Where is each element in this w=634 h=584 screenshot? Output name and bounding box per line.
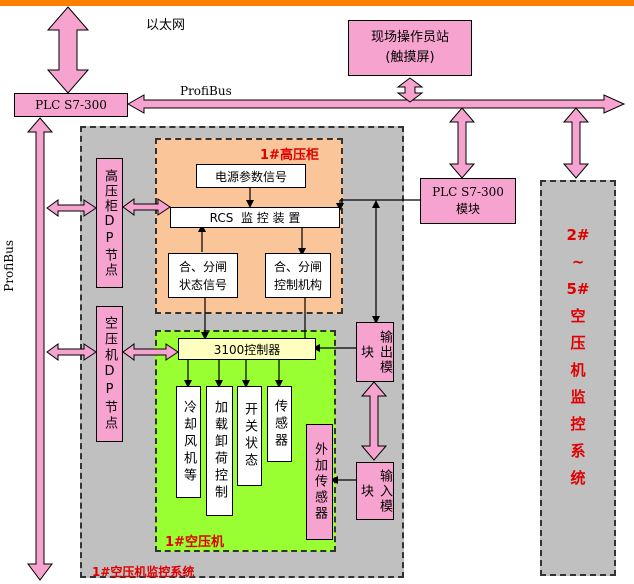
rcs-box: RCS 监 控 装 置 bbox=[170, 207, 340, 228]
controller-box: 3100控制器 bbox=[178, 338, 316, 360]
switch-status-box: 开关状态 bbox=[237, 386, 262, 486]
io-module-arrow bbox=[360, 381, 388, 461]
input-module-box: 输入模块 bbox=[356, 462, 394, 520]
bus-plc-module-arrow bbox=[448, 107, 476, 179]
sensor-box: 传感器 bbox=[267, 386, 292, 462]
station-box: 现场操作员站 (触摸屏) bbox=[348, 20, 472, 76]
output-module-box: 输出模块 bbox=[356, 322, 394, 382]
profibus-top-arrow bbox=[126, 94, 626, 114]
top-bar bbox=[0, 0, 634, 6]
station-title: 现场操作员站 bbox=[370, 30, 449, 45]
other-systems-region bbox=[540, 180, 616, 576]
hv-dp-node-box: 高压柜DP节点 bbox=[96, 158, 123, 288]
plc-module-box: PLC S7-300 模块 bbox=[420, 178, 516, 224]
station-bus-arrow bbox=[396, 77, 424, 103]
cooling-fan-box: 冷却风机等 bbox=[176, 386, 201, 498]
profibus-side-arrow bbox=[26, 117, 54, 581]
power-signal-box: 电源参数信号 bbox=[196, 164, 306, 188]
ac-dp-node-box: 空压机DP节点 bbox=[96, 306, 123, 442]
switch-control-box: 合、分闸 控制机构 bbox=[265, 253, 331, 298]
plc-main-box: PLC S7-300 bbox=[14, 93, 128, 117]
compressor-title: 1#空压机 bbox=[165, 535, 224, 550]
monitor-system-title: 1#空压机监控系统 bbox=[92, 565, 195, 579]
profibus-top-label: ProfiBus bbox=[180, 84, 232, 98]
station-subtitle: (触摸屏) bbox=[385, 50, 435, 65]
load-unload-box: 加载卸荷控制 bbox=[206, 386, 233, 516]
ac-controller-arrow bbox=[122, 343, 179, 361]
hv-cabinet-title: 1#高压柜 bbox=[260, 148, 319, 163]
bus-other-systems-arrow bbox=[562, 107, 590, 179]
ext-sensor-box: 外加传感器 bbox=[306, 424, 333, 540]
hv-dp-arrow bbox=[46, 199, 97, 217]
hv-rcs-arrow bbox=[122, 198, 171, 216]
plc-module-line2: 模块 bbox=[455, 202, 480, 216]
other-systems-label: 2# ~ 5# 空 压 机 监 控 系 统 bbox=[566, 226, 590, 487]
ac-dp-arrow bbox=[46, 343, 97, 361]
switch-state-box: 合、分闸 状态信号 bbox=[168, 253, 238, 298]
ethernet-label: 以太网 bbox=[146, 18, 186, 33]
plc-module-line1: PLC S7-300 bbox=[432, 185, 504, 199]
ethernet-arrow bbox=[46, 6, 90, 94]
